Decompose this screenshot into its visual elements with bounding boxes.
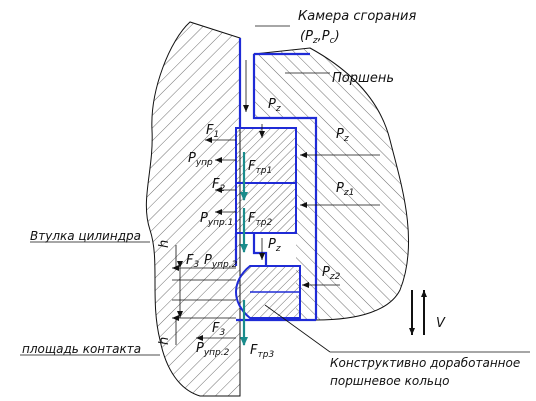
middle-ring	[235, 182, 297, 234]
pz-right-label: Pz	[336, 127, 349, 144]
contact-area-label: площадь контакта	[22, 342, 141, 356]
ftr2-label: Fтр2	[248, 211, 272, 228]
ring-title-line2: поршневое кольцо	[330, 374, 449, 388]
pz-top-label: Pz	[268, 97, 281, 114]
pupr-label: Pупр	[188, 151, 213, 168]
pupr2-lower-label: Pупр.2	[196, 341, 230, 358]
chamber-label: Камера сгорания	[298, 9, 416, 24]
h-label-lower: h	[157, 337, 172, 345]
piston-body	[253, 47, 410, 321]
ftr3-label: Fтр3	[250, 343, 274, 360]
velocity-label: V	[436, 316, 446, 331]
pupr1-label: Pупр.1	[200, 211, 233, 228]
gas-path-line	[234, 38, 318, 322]
cylinder-liner-body	[145, 21, 241, 397]
ring-title-line1: Конструктивно доработанное	[330, 356, 520, 370]
f3-lower-label: F3	[212, 321, 225, 338]
pz-mid-label: Pz	[268, 237, 281, 254]
h-label-upper: h	[157, 240, 172, 248]
piston-label: Поршень	[332, 71, 394, 86]
pz1-label: Pz1	[336, 181, 354, 198]
f2-label: F2	[212, 177, 225, 194]
f1-label: F1	[206, 123, 219, 140]
cylinder-liner-label: Втулка цилиндра	[30, 229, 141, 243]
ftr1-label: Fтр1	[248, 159, 272, 176]
ring-leader	[264, 304, 331, 353]
pressure-pair-label: (Pz,Pc)	[300, 29, 340, 46]
pz2-label: Pz2	[322, 265, 341, 282]
f3-upper-label: F3	[186, 253, 199, 270]
pupr2-upper-label: Pупр.2	[204, 253, 238, 270]
